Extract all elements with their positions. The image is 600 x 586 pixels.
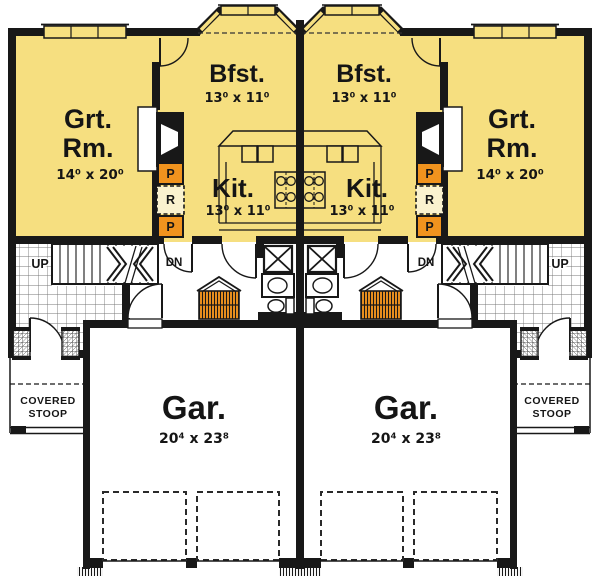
party-wall — [296, 20, 304, 569]
stoop-label: COVERED — [20, 395, 75, 407]
room-dims-great-room: 14⁰ x 20⁰ — [56, 167, 124, 183]
room-label-breakfast: Bfst. — [209, 60, 265, 88]
stairs-up-label: UP — [31, 257, 48, 271]
room-dims-garage: 20⁴ x 23⁸ — [159, 431, 229, 447]
room-dims-breakfast: 13⁰ x 11⁰ — [204, 91, 269, 106]
room-label-great-room: Grt. — [488, 104, 536, 134]
refrigerator-label: R — [425, 193, 434, 207]
room-dims-kitchen: 13⁰ x 11⁰ — [205, 204, 270, 219]
room-dims-garage: 20⁴ x 23⁸ — [371, 431, 441, 447]
stairs-down-label: DN — [418, 257, 435, 269]
pantry-label: P — [425, 167, 433, 181]
room-dims-breakfast: 13⁰ x 11⁰ — [331, 91, 396, 106]
room-label-great-room: Rm. — [486, 133, 537, 163]
room-label-garage: Gar. — [162, 389, 226, 426]
stoop-label: COVERED — [524, 395, 579, 407]
room-dims-great-room: 14⁰ x 20⁰ — [476, 167, 544, 183]
room-dims-kitchen: 13⁰ x 11⁰ — [329, 204, 394, 219]
pantry-label: P — [166, 167, 174, 181]
room-label-kitchen: Kit. — [346, 173, 388, 203]
room-label-kitchen: Kit. — [212, 173, 254, 203]
stairs-down-label: DN — [166, 257, 183, 269]
refrigerator-label: R — [166, 193, 175, 207]
room-label-great-room: Grt. — [64, 104, 112, 134]
room-label-garage: Gar. — [374, 389, 438, 426]
unit-left-labels: Grt. Rm. 14⁰ x 20⁰ Bfst. 13⁰ x 11⁰ Kit. … — [20, 60, 271, 447]
stoop-label: STOOP — [532, 408, 571, 420]
unit-right-labels: Grt. Rm. 14⁰ x 20⁰ Bfst. 13⁰ x 11⁰ Kit. … — [329, 60, 579, 447]
room-label-breakfast: Bfst. — [336, 60, 392, 88]
stoop-label: STOOP — [28, 408, 67, 420]
pantry-label: P — [166, 220, 174, 234]
room-label-great-room: Rm. — [62, 133, 113, 163]
stairs-up-label: UP — [551, 257, 568, 271]
pantry-label: P — [425, 220, 433, 234]
